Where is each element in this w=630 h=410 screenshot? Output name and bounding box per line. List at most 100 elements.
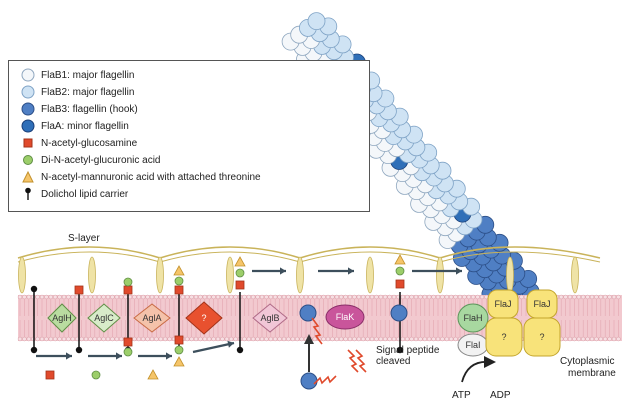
aglB-label: AglB <box>260 313 279 323</box>
red-square-icon <box>21 136 35 150</box>
lipid-head <box>567 294 573 300</box>
mannuronic-triangle <box>173 265 185 276</box>
unknown-motor-right-label: ? <box>539 332 544 342</box>
lipid-head <box>202 336 208 342</box>
lipid-head <box>616 336 621 342</box>
lipid-head <box>136 336 142 342</box>
dolichol-anchor <box>30 346 38 354</box>
lipid-head <box>259 294 265 300</box>
lipid-head <box>92 336 98 342</box>
cytoplasmic-label: Cytoplasmic <box>560 356 614 367</box>
lipid-head <box>198 294 203 300</box>
lipid-head <box>422 294 428 300</box>
legend-item-glcnac: N-acetyl-glucosamine <box>21 135 137 151</box>
lipid-head <box>149 336 155 342</box>
legend-box: FlaB1: major flagellin FlaB2: major flag… <box>8 60 370 212</box>
flaI-label: FlaI <box>465 340 480 350</box>
lipid-head <box>382 336 388 342</box>
lipid-head <box>334 294 340 300</box>
legend-item-glcnac-acid: Di-N-acetyl-glucuronic acid <box>21 152 160 168</box>
lipid-head <box>66 336 71 342</box>
lipid-head <box>303 294 309 300</box>
lipid-head <box>457 294 463 300</box>
dolichol-head <box>30 285 38 293</box>
mannuronic-triangle <box>173 356 185 367</box>
lipid-head <box>290 336 296 342</box>
lipid-head <box>343 294 348 300</box>
lipid-head <box>202 294 208 300</box>
lipid-head <box>96 336 102 342</box>
lipid-head <box>611 294 617 300</box>
lipid-head <box>312 336 318 342</box>
lipid-head <box>616 294 621 300</box>
glcnac-acid-circle <box>123 277 133 287</box>
aglC-enzyme: AglC <box>87 303 121 333</box>
lipid-head <box>594 294 599 300</box>
lipid-head <box>22 336 27 342</box>
lipid-head <box>215 294 221 300</box>
lipid-head <box>444 336 450 342</box>
pathway-arrow-head <box>348 267 354 275</box>
lipid-head <box>360 294 366 300</box>
pathway-arrow-head <box>456 267 462 275</box>
lipid-head <box>211 336 216 342</box>
lipid-head <box>167 294 172 300</box>
lipid-head <box>246 294 252 300</box>
lipid-head <box>92 294 98 300</box>
lipid-head <box>101 336 106 342</box>
glcnac-square <box>45 370 55 380</box>
lipid-head <box>255 336 260 342</box>
lipid-head <box>118 294 124 300</box>
lipid-head <box>611 336 617 342</box>
unknown-motor-left-label: ? <box>501 332 506 342</box>
lipid-head <box>475 294 480 300</box>
lipid-head <box>431 294 436 300</box>
lipid-head <box>338 336 344 342</box>
lipid-head <box>448 294 454 300</box>
lipid-head <box>268 336 274 342</box>
lipid-head <box>220 294 225 300</box>
flaK-protein: FlaK <box>325 304 365 330</box>
lipid-head <box>149 294 155 300</box>
lipid-head <box>356 336 362 342</box>
lipid-head <box>44 294 49 300</box>
lipid-head <box>286 294 291 300</box>
aglH-label: AglH <box>52 313 72 323</box>
lipid-head <box>215 336 221 342</box>
glcnac-acid-circle <box>395 266 405 276</box>
s-layer-pillar <box>506 256 514 294</box>
glcnac-square <box>174 285 184 295</box>
dolichol-carriers <box>30 254 406 380</box>
lipid-head <box>440 294 445 300</box>
lipid-head <box>114 294 120 300</box>
lipid-head <box>360 336 366 342</box>
flaJ-left-label: FlaJ <box>494 299 511 309</box>
flaH-protein: FlaH <box>457 303 489 333</box>
signal-peptide-cleaved-label: cleaved <box>376 356 410 367</box>
glcnac-square <box>123 285 133 295</box>
lipid-head <box>334 336 340 342</box>
lipid-head <box>61 294 67 300</box>
lipid-head <box>264 294 269 300</box>
lipid-head <box>325 294 331 300</box>
s-layer-pillar <box>366 256 374 294</box>
lipid-head <box>61 336 67 342</box>
lipid-head <box>66 294 71 300</box>
lipid-head <box>136 294 142 300</box>
mannuronic-triangle <box>147 369 159 380</box>
lipid-head <box>264 336 269 342</box>
lipid-head <box>409 294 414 300</box>
lipid-head <box>246 336 252 342</box>
lipid-head <box>17 336 23 342</box>
s-layer-pillar <box>18 256 26 294</box>
lipid-head <box>365 336 370 342</box>
flaJ-right-label: FlaJ <box>533 299 550 309</box>
lipid-head <box>105 294 111 300</box>
lipid-head <box>316 294 322 300</box>
lipid-head <box>52 336 58 342</box>
lipid-head <box>598 336 604 342</box>
lipid-head <box>312 294 318 300</box>
preflagellins <box>299 304 408 390</box>
lipid-head <box>470 294 476 300</box>
flaH-label: FlaH <box>463 313 482 323</box>
